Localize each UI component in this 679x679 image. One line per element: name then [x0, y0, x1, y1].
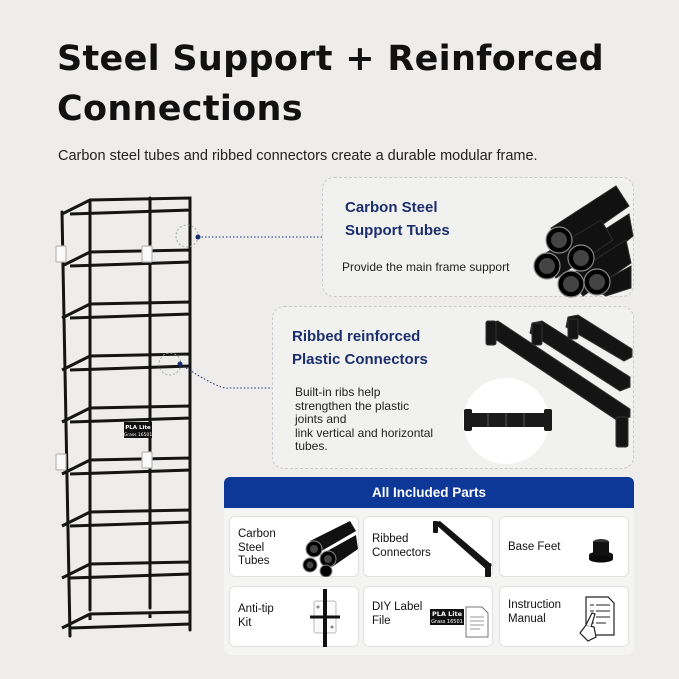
rack-shelf-level — [61, 404, 192, 424]
included-parts-header: All Included Parts — [224, 477, 634, 508]
feature-card-steel-tubes: Carbon Steel Support Tubes Provide the m… — [322, 177, 634, 298]
black-steel-tubes-icon — [533, 185, 634, 298]
page-headline: Steel Support + Reinforced Connections — [57, 34, 657, 134]
label-file-icon: PLA Lite Grass 16501 — [430, 606, 489, 638]
part-label: Ribbed Connectors — [372, 533, 431, 559]
rack-shelf-level — [61, 196, 192, 216]
feature-title: Ribbed reinforced Plastic Connectors — [292, 328, 428, 368]
rack-shelf-level — [61, 610, 192, 630]
connector-bar-icon — [433, 521, 492, 577]
rack-shelf-level — [61, 560, 192, 580]
headline-line-1: Steel Support + Reinforced — [57, 39, 605, 79]
headline-line-2: Connections — [57, 89, 303, 129]
rack-shelf-level — [61, 300, 192, 320]
instruction-manual-icon — [579, 596, 615, 642]
anti-tip-bracket-icon — [310, 589, 340, 647]
part-label: Base Feet — [508, 541, 561, 553]
rack-shelf-level — [61, 508, 192, 528]
part-label: Instruction Manual — [508, 599, 562, 625]
anti-tip-brackets — [55, 245, 153, 471]
feature-card-ribbed-connectors: Ribbed reinforced Plastic Connectors Bui… — [272, 306, 634, 469]
connector-callout-ring — [158, 352, 182, 376]
included-parts-panel: All Included Parts Carbon Steel Tubes Ri… — [224, 477, 634, 655]
part-card-anti-tip-kit: Anti-tip Kit — [229, 586, 359, 647]
part-card-carbon-steel-tubes: Carbon Steel Tubes — [229, 516, 359, 577]
part-card-ribbed-connectors: Ribbed Connectors — [363, 516, 493, 577]
part-label: Carbon Steel Tubes — [238, 528, 276, 567]
shoe-rack-illustration: PLA Lite Grass 16501 — [55, 196, 199, 638]
part-card-diy-label-file: DIY Label File PLA Lite Grass 16501 — [363, 586, 493, 647]
feature-description: Built-in ribs help strengthen the plasti… — [295, 385, 434, 453]
tube-callout-ring — [175, 224, 199, 248]
part-label: DIY Label File — [372, 601, 423, 627]
rack-label-tag: PLA Lite Grass 16501 — [124, 422, 153, 438]
black-connector-bars-icon — [463, 314, 633, 464]
part-card-base-feet: Base Feet — [499, 516, 629, 577]
part-card-instruction-manual: Instruction Manual — [499, 586, 629, 647]
base-foot-icon — [589, 539, 613, 563]
feature-title: Carbon Steel Support Tubes — [345, 199, 450, 239]
steel-tubes-icon — [302, 521, 358, 577]
svg-text:PLA Lite: PLA Lite — [432, 610, 463, 618]
page-subtitle: Carbon steel tubes and ribbed connectors… — [58, 148, 538, 164]
rack-shelf-level — [61, 352, 192, 372]
rack-shelf-level — [61, 456, 192, 476]
rack-shelf-level — [61, 248, 192, 268]
svg-text:Grass 16501: Grass 16501 — [124, 432, 153, 438]
feature-description: Provide the main frame support — [342, 260, 510, 274]
svg-text:Grass 16501: Grass 16501 — [431, 619, 463, 625]
part-label: Anti-tip Kit — [238, 603, 274, 629]
svg-text:PLA Lite: PLA Lite — [125, 425, 151, 431]
